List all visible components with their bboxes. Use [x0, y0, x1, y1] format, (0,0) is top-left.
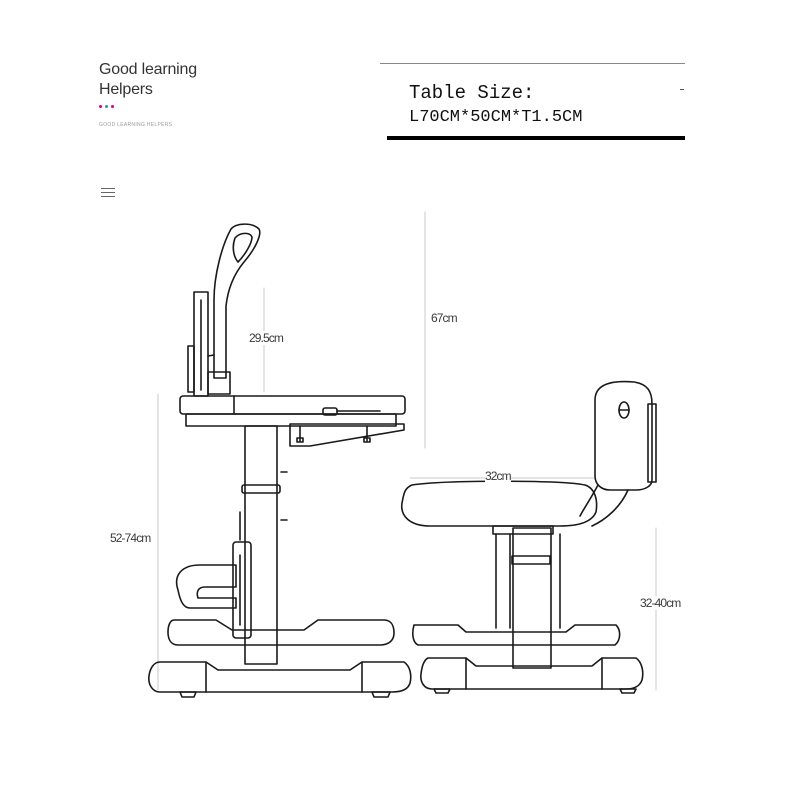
brand-dots — [99, 105, 129, 109]
foot-rest — [175, 564, 237, 609]
seat-width-label: 32cm — [485, 469, 512, 483]
divider — [680, 89, 684, 90]
brand-dot — [111, 105, 114, 108]
brand-title: Good learning Helpers — [99, 60, 197, 100]
table-size-box: Table Size: L70CM*50CM*T1.5CM — [380, 63, 685, 143]
lamp-height-label: 29.5cm — [249, 331, 284, 345]
desk-height-range-label: 52-74cm — [110, 531, 151, 545]
brand-title-line2: Helpers — [99, 81, 153, 98]
desk-base-front — [148, 661, 412, 693]
desk-lamp — [213, 223, 261, 379]
chair-column — [512, 527, 552, 669]
desk-base-back — [167, 619, 395, 646]
brand-dot — [99, 105, 102, 108]
table-size-label: Table Size: — [409, 82, 535, 104]
chair-backrest — [594, 380, 653, 491]
brand-tagline: GOOD LEARNING HELPERS — [99, 122, 173, 128]
hamburger-icon[interactable] — [101, 187, 115, 199]
chair — [401, 380, 657, 694]
desk-drawer — [289, 423, 405, 447]
desk — [148, 223, 412, 698]
brand-title-line1: Good learning — [99, 61, 197, 78]
desk-column — [244, 425, 278, 665]
desk-total-height-label: 67cm — [431, 311, 458, 325]
chair-base-back — [412, 624, 621, 646]
chair-height-range-label: 32-40cm — [640, 596, 681, 610]
brand-dot — [105, 105, 108, 108]
divider — [387, 136, 685, 140]
divider — [380, 63, 685, 64]
chair-seat — [401, 480, 598, 527]
chair-base-front — [420, 657, 644, 690]
table-size-value: L70CM*50CM*T1.5CM — [409, 108, 583, 127]
